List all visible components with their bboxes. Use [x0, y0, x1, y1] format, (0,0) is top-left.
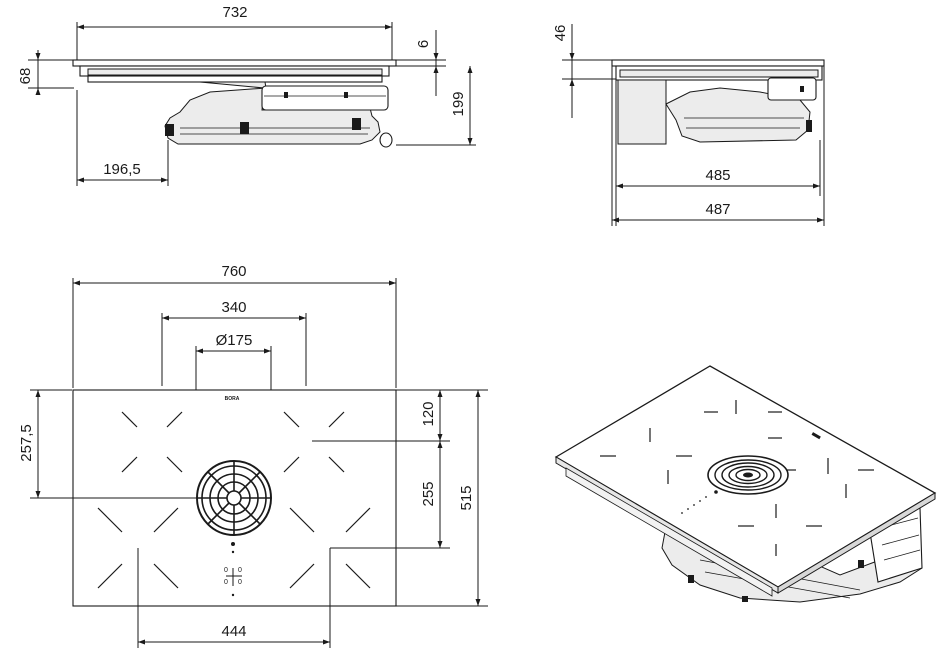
dim-plan-vent-diameter: Ø175: [216, 332, 253, 349]
plan-control-panel: 0 0 0 0: [224, 542, 242, 597]
dim-plan-bottom: 444: [221, 623, 246, 640]
dim-plan-depth: 515: [458, 485, 475, 510]
plan-zone-top-right: [283, 411, 345, 473]
dim-side-top: 46: [552, 25, 569, 42]
dim-side-depth-outer: 487: [705, 201, 730, 218]
dim-plan-vent-offset: 257,5: [18, 424, 35, 462]
iso-control-panel: [681, 490, 718, 514]
front-clip-left: [165, 124, 174, 136]
svg-text:0: 0: [238, 579, 242, 586]
svg-text:0: 0: [224, 579, 228, 586]
plan-view: 760 340 Ø175 BORA: [18, 263, 488, 648]
dim-plan-zone-spacing: 340: [221, 299, 246, 316]
plan-zone-bottom-right: [289, 507, 371, 589]
plan-extraction-vent: [196, 460, 272, 536]
dim-plan-width: 760: [221, 263, 246, 280]
svg-text:0: 0: [224, 567, 228, 574]
dim-front-width: 732: [222, 4, 247, 21]
dim-front-depth: 199: [450, 91, 467, 116]
dim-side-depth-inner: 485: [705, 167, 730, 184]
dim-front-glass: 6: [415, 40, 432, 48]
front-elevation: 732 6 199: [17, 4, 476, 186]
plan-zone-top-left: [121, 411, 183, 473]
plan-brand-logo: BORA: [225, 396, 240, 402]
dim-plan-top: 120: [420, 401, 437, 426]
iso-brand-logo: [811, 432, 821, 440]
dim-front-offset: 196,5: [103, 161, 141, 178]
dim-front-height: 68: [17, 68, 34, 85]
side-glass-top: [611, 59, 825, 67]
iso-extraction-vent: [707, 455, 789, 495]
svg-text:0: 0: [238, 567, 242, 574]
isometric-view: [554, 365, 937, 603]
iso-zone-marks: [600, 400, 874, 556]
side-elevation: 46 485 487: [552, 24, 825, 226]
plan-zone-bottom-left: [97, 507, 179, 589]
front-glass-top: [72, 59, 397, 67]
dim-plan-mid: 255: [420, 481, 437, 506]
